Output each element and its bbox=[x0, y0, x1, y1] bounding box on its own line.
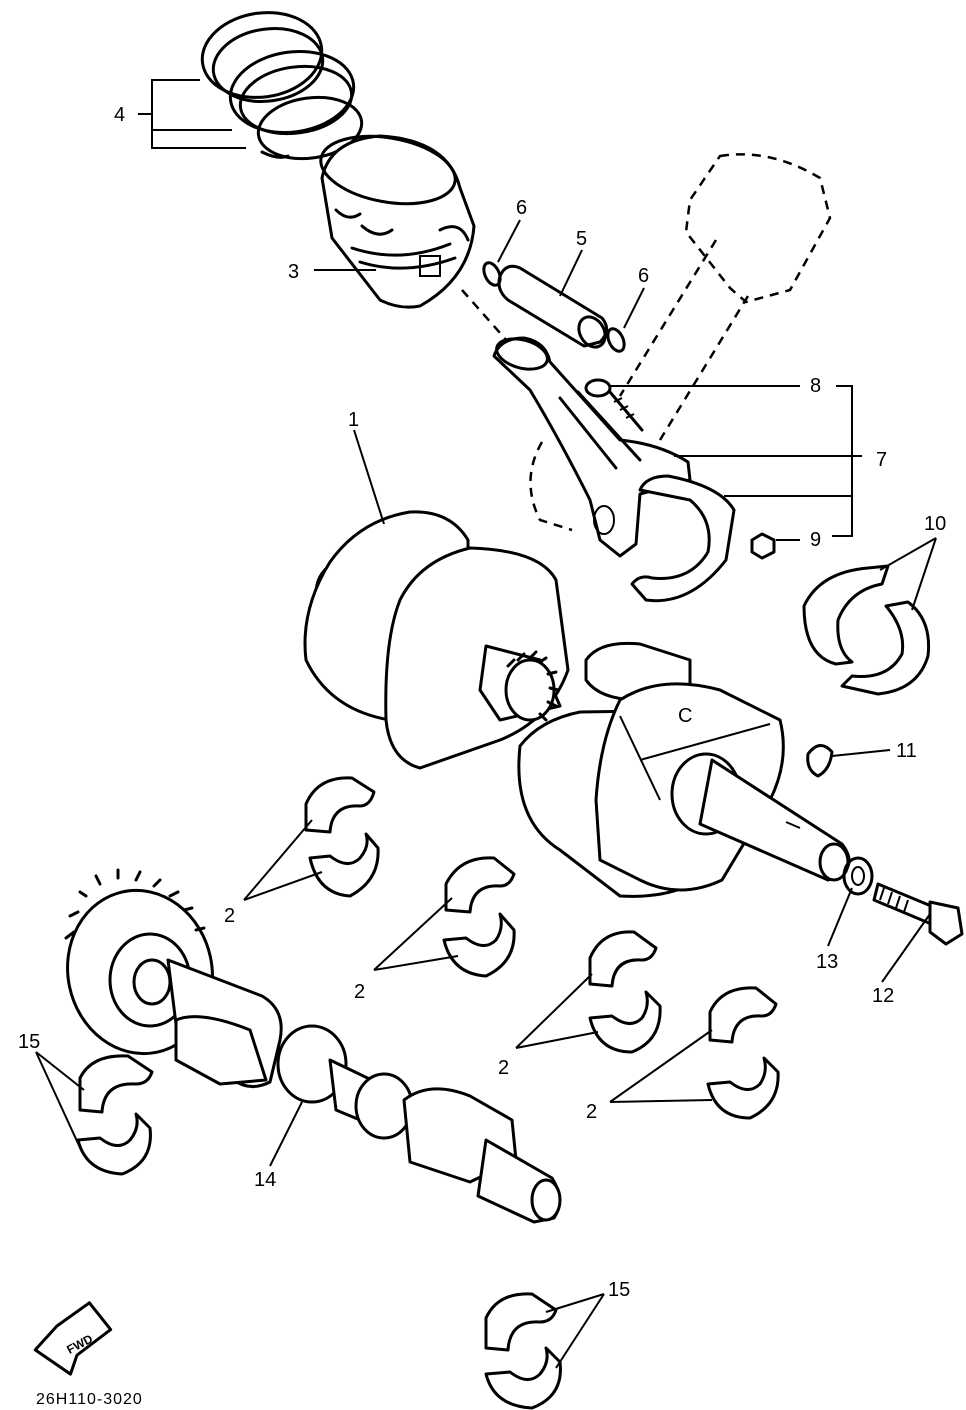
callout-piston: 3 bbox=[288, 261, 299, 283]
crank-mark-label: C bbox=[678, 705, 692, 727]
callout-balancer-bearing-left: 15 bbox=[18, 1031, 40, 1053]
piston-pin bbox=[497, 264, 608, 349]
callout-labels: 4 3 6 5 6 8 7 9 10 1 11 13 12 2 2 2 2 14… bbox=[18, 104, 946, 1301]
crankshaft bbox=[303, 510, 851, 898]
callout-rod-bolt: 8 bbox=[810, 375, 821, 397]
callout-connecting-rod: 7 bbox=[876, 449, 887, 471]
callout-woodruff-key: 11 bbox=[896, 740, 917, 762]
balancer-bearing-bottom bbox=[484, 1292, 562, 1410]
callout-big-end-bearing: 10 bbox=[924, 513, 946, 535]
rod-bearing-cap bbox=[630, 474, 736, 603]
callout-bearing-a: 2 bbox=[224, 905, 235, 927]
callout-crankshaft: 1 bbox=[348, 409, 359, 431]
piston-ring-set bbox=[200, 11, 364, 161]
piston bbox=[319, 134, 476, 309]
rod-nut bbox=[750, 532, 776, 560]
woodruff-key bbox=[806, 744, 834, 778]
callout-piston-ring-set: 4 bbox=[114, 104, 125, 126]
bearing-pair-d bbox=[706, 986, 780, 1120]
balancer-shaft bbox=[64, 868, 562, 1224]
callout-washer: 13 bbox=[816, 951, 838, 973]
piston-pin-clip-right bbox=[606, 327, 626, 353]
rod-bolt bbox=[584, 378, 644, 432]
bolt bbox=[872, 882, 964, 946]
callout-clip-left: 6 bbox=[516, 197, 527, 219]
piston-pin-clip-left bbox=[482, 261, 502, 287]
forward-arrow-icon bbox=[33, 1301, 113, 1376]
washer bbox=[842, 856, 874, 896]
connecting-rod bbox=[492, 336, 692, 558]
callout-bearing-b: 2 bbox=[354, 981, 365, 1003]
callout-rod-nut: 9 bbox=[810, 529, 821, 551]
callout-piston-pin: 5 bbox=[576, 228, 587, 250]
bearing-pair-a bbox=[304, 776, 380, 898]
bearing-pair-c bbox=[588, 930, 662, 1054]
callout-balancer-shaft: 14 bbox=[254, 1169, 276, 1191]
big-end-bearing bbox=[802, 564, 931, 696]
callout-balancer-bearing-bottom: 15 bbox=[608, 1279, 630, 1301]
callout-clip-right: 6 bbox=[638, 265, 649, 287]
part-code: 26H110-3020 bbox=[36, 1391, 143, 1408]
cylinder-outline bbox=[461, 153, 832, 532]
balancer-bearing-left bbox=[76, 1054, 154, 1176]
leader-lines bbox=[35, 79, 937, 1369]
bearing-pair-b bbox=[442, 856, 516, 978]
callout-bolt: 12 bbox=[872, 985, 894, 1007]
callout-bearing-c: 2 bbox=[498, 1057, 509, 1079]
callout-bearing-d: 2 bbox=[586, 1101, 597, 1123]
